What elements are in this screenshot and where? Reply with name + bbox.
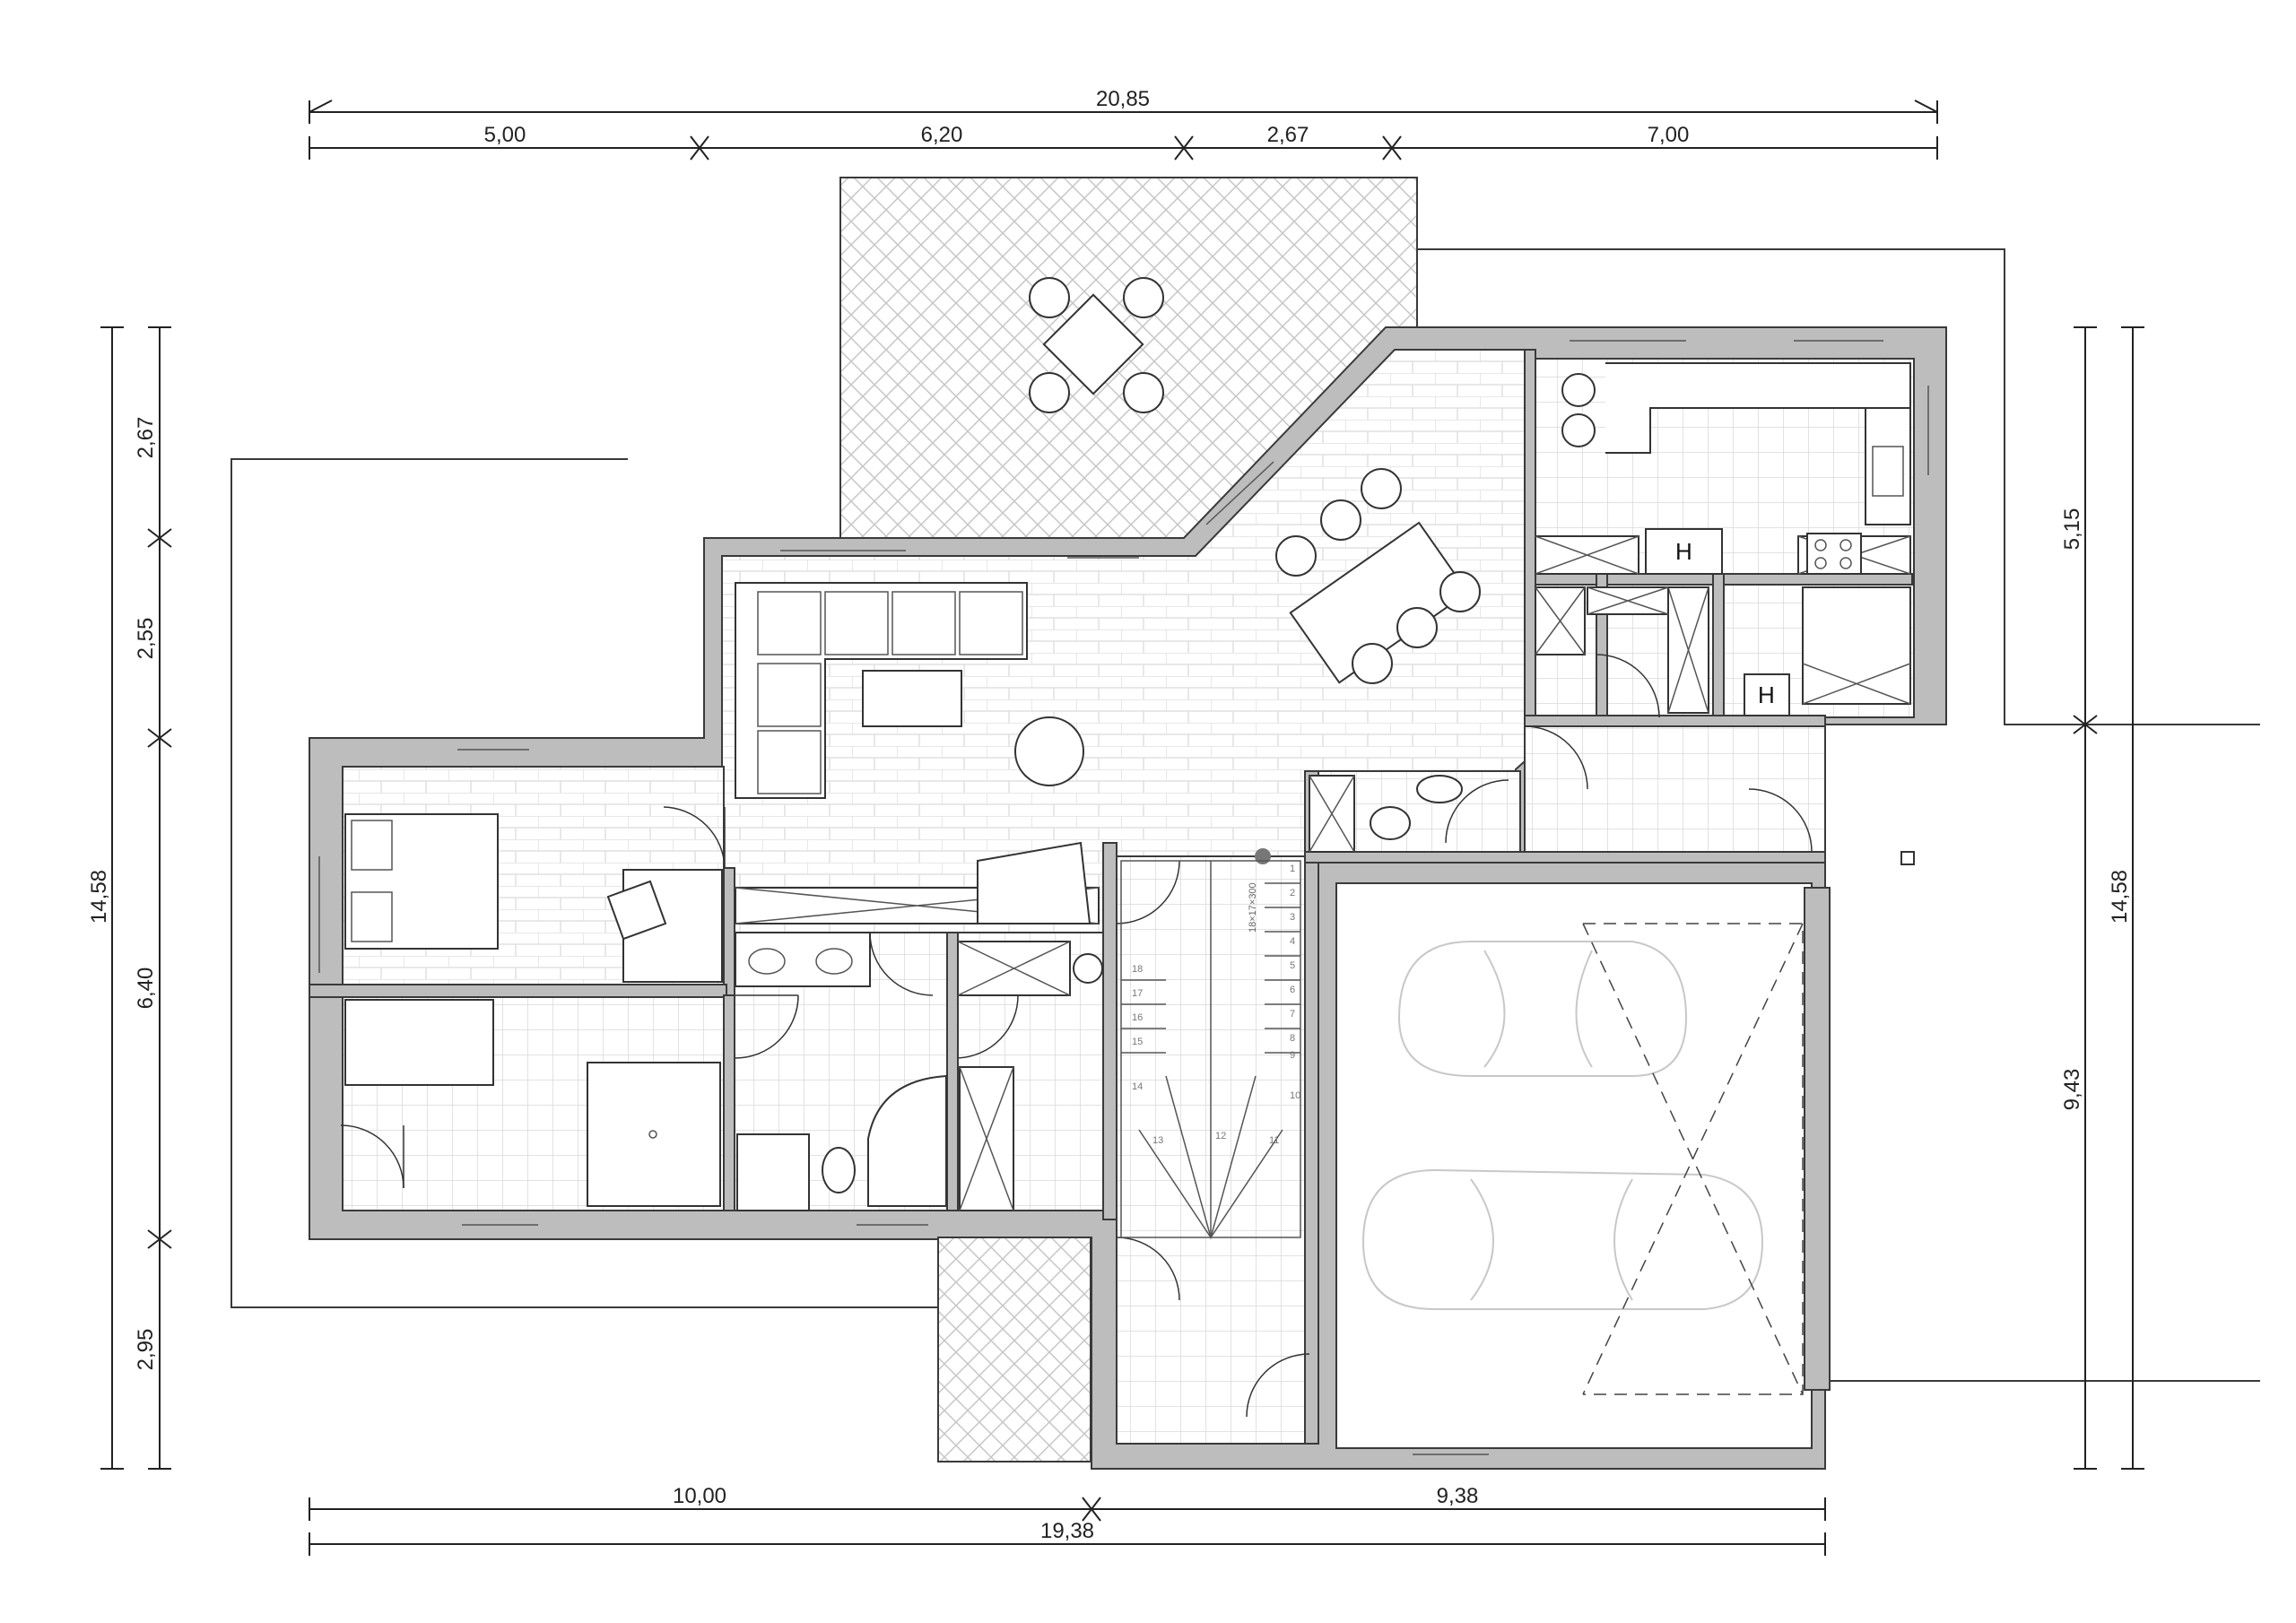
- car-upper: [1397, 941, 1688, 1077]
- washing-machine: [1073, 953, 1103, 984]
- dim-top-total: 20,85: [1096, 87, 1150, 111]
- stair-step-number: 12: [1215, 1131, 1226, 1141]
- bar-stool: [1561, 413, 1596, 447]
- fireplace: [977, 841, 1091, 924]
- stair-step-number: 9: [1290, 1050, 1295, 1061]
- hall-floor: [1524, 716, 1826, 857]
- dim-bottom-segment: 10,00: [673, 1484, 726, 1508]
- kitchen: H H: [1561, 362, 1911, 716]
- bedroom-furniture: [344, 813, 723, 983]
- stair-step-number: 2: [1290, 888, 1295, 898]
- interior-walls: [309, 349, 1913, 1445]
- stair-step-number: 4: [1290, 936, 1295, 947]
- bar-stool: [1561, 373, 1596, 407]
- stair-step-number: 13: [1152, 1135, 1163, 1146]
- dim-top-segment: 2,67: [1267, 123, 1309, 147]
- garage-contents: [1361, 851, 1915, 1395]
- coffee-table: [862, 670, 962, 727]
- stove-icon: [1806, 533, 1862, 575]
- garage-floor: [1335, 882, 1813, 1449]
- stair-step-number: 3: [1290, 912, 1295, 923]
- toilet: [1370, 806, 1411, 840]
- heater-label: H: [1675, 538, 1692, 565]
- stair-step-number: 15: [1132, 1037, 1143, 1047]
- living-furniture: [735, 582, 1271, 924]
- dim-left-total: 14,58: [87, 870, 111, 924]
- dim-left-segment: 6,40: [134, 968, 158, 1010]
- dim-top-segment: 5,00: [484, 123, 526, 147]
- armchair: [1014, 716, 1084, 786]
- stair-step-number: 5: [1290, 960, 1295, 971]
- dim-left-segment: 2,55: [134, 618, 158, 660]
- stair-step-number: 18: [1132, 964, 1143, 975]
- stair-step-number: 10: [1290, 1090, 1300, 1101]
- doors: [340, 654, 1813, 1418]
- stair-note: 18×17×300: [1248, 882, 1258, 933]
- stair-step-number: 7: [1290, 1009, 1295, 1020]
- dimension-texts: 20,85 5,00 6,20 2,67 7,00 10,00 9,38 19,…: [87, 87, 2132, 1543]
- terrace-table-set: [1029, 277, 1164, 413]
- dim-left-segment: 2,95: [134, 1329, 158, 1371]
- windows: [318, 340, 1929, 1455]
- terrace-bottom: [937, 1237, 1091, 1462]
- dimension-lines: [100, 100, 2144, 1556]
- garage-door-frame: [1804, 887, 1831, 1391]
- sofa: [735, 582, 1028, 799]
- heater-box: [1744, 673, 1790, 716]
- column-marker: [1900, 851, 1915, 865]
- dim-bottom-segment: 9,38: [1437, 1484, 1479, 1508]
- wash-basin: [1416, 775, 1463, 803]
- sink-icon: [1872, 446, 1904, 497]
- stair-step-number: 14: [1132, 1081, 1143, 1092]
- dim-right-segment: 9,43: [2060, 1069, 2084, 1111]
- dim-bottom-total: 19,38: [1040, 1519, 1094, 1543]
- stair-step-number: 1: [1290, 864, 1295, 874]
- stair-step-number: 8: [1290, 1033, 1295, 1044]
- stair-marker: [1255, 848, 1271, 864]
- dim-right-total: 14,58: [2108, 870, 2132, 924]
- bed: [344, 813, 499, 950]
- desk-chair: [606, 880, 667, 941]
- wc-fixtures: [1370, 775, 1463, 840]
- shower-small: [736, 1133, 810, 1211]
- car-lower: [1361, 1168, 1764, 1310]
- stair-step-number: 17: [1132, 988, 1143, 999]
- heater-label: H: [1758, 681, 1775, 708]
- stair-step-number: 11: [1269, 1135, 1279, 1146]
- corner-bathtub: [867, 1074, 947, 1207]
- dim-top-segment: 6,20: [921, 123, 963, 147]
- stair-treads: [1121, 882, 1300, 1240]
- heater-box: [1645, 528, 1723, 575]
- vanity: [735, 932, 871, 987]
- toilet: [822, 1147, 856, 1193]
- dim-left-segment: 2,67: [134, 417, 158, 459]
- stair-step-number: 16: [1132, 1012, 1143, 1023]
- dining-set: [1275, 468, 1481, 684]
- terrace-table: [1042, 293, 1144, 395]
- bathroom-fixtures: [587, 932, 1103, 1211]
- dim-top-segment: 7,00: [1648, 123, 1690, 147]
- stair-step-number: 6: [1290, 985, 1295, 995]
- dim-right-segment: 5,15: [2060, 508, 2084, 551]
- shower-tray: [587, 1062, 721, 1207]
